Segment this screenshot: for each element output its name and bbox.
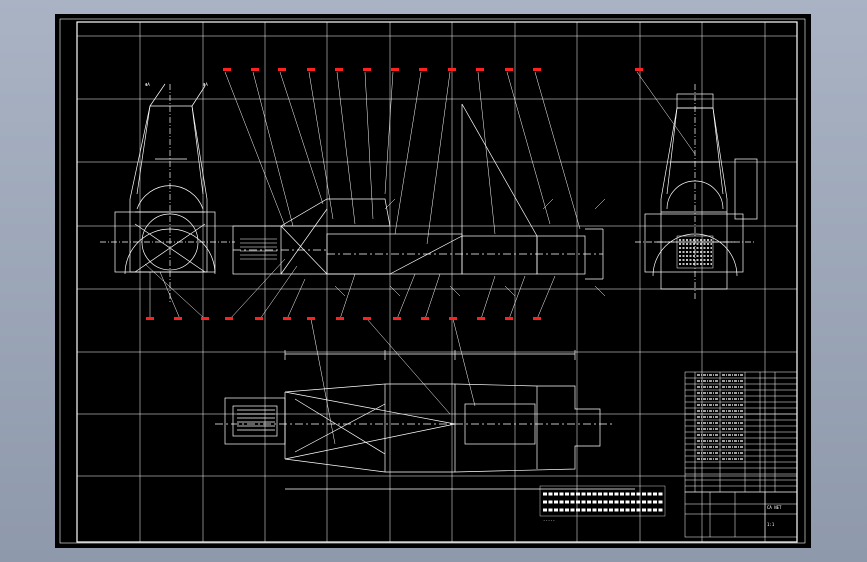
sheet-scale: 1:1 — [767, 522, 775, 527]
reference-grid — [77, 22, 797, 542]
right-side-view — [635, 84, 758, 299]
title-block — [684, 491, 798, 538]
right-view-mesh — [676, 235, 714, 269]
parts-list-text — [697, 374, 743, 460]
parts-list-table — [684, 371, 798, 493]
drawing-sheet: ΦA ΦA ----- CA NET 1:1 — [59, 18, 806, 544]
plan-view — [215, 350, 635, 490]
left-side-view — [100, 83, 235, 304]
dim-label-right: ΦA — [203, 82, 208, 87]
dimension-marks — [334, 198, 606, 297]
cad-drawing-canvas: ΦA ΦA ----- CA NET 1:1 — [55, 14, 811, 548]
note-small: ----- — [543, 518, 555, 523]
callout-tags-bottom — [146, 317, 541, 320]
dim-label-left: ΦA — [145, 82, 150, 87]
drawing-border — [76, 21, 798, 543]
leader-lines-top — [224, 71, 696, 245]
notes-block — [539, 485, 666, 517]
sheet-edge — [59, 18, 806, 544]
callout-tags-top — [223, 68, 643, 71]
front-view — [232, 103, 604, 280]
leader-lines-bottom — [144, 258, 556, 445]
title-block-name: CA NET — [767, 505, 782, 510]
